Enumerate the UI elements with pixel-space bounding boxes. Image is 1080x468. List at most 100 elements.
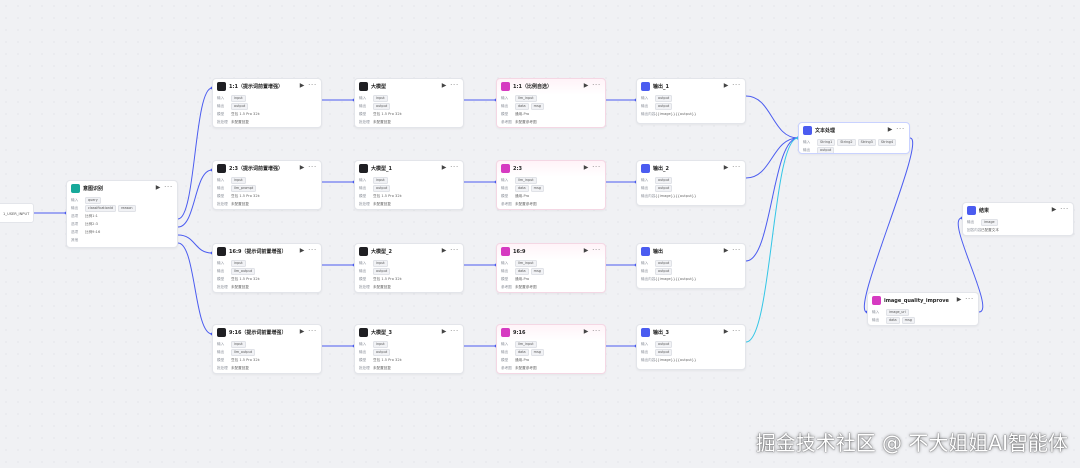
node-actions-icon[interactable]: ▶ ··· [723,82,741,89]
row-label: 输出 [967,219,975,224]
node-actions-icon[interactable]: ▶ ··· [583,82,601,89]
node-row: 参考图未配置参考图 [497,283,605,291]
row-value: 通用-Pro [515,193,530,198]
variable-chip: output [655,176,673,184]
end-node-icon [967,206,976,215]
node-row: 模型通用-Pro [497,192,605,200]
node-actions-icon[interactable]: ▶ ··· [723,328,741,335]
row-label: 其他 [71,237,79,242]
row-value: {{image}}{{output}} [655,112,697,116]
node-title: 16:9 [513,248,526,255]
variable-chip: output [817,146,835,153]
node-actions-icon[interactable]: ▶ ··· [583,328,601,335]
row-label: 批处理 [217,284,228,289]
start-node[interactable]: 1_USER_INPUT [0,203,34,223]
node-actions-icon[interactable]: ▶ ··· [887,126,905,133]
node-header: 1:1（比例自选） ▶ ··· [497,79,605,94]
row-label: 输出内容 [641,193,656,198]
node-actions-icon[interactable]: ▶ ··· [1051,206,1069,213]
node-actions-icon[interactable]: ▶ ··· [155,184,173,191]
row-label: 输入 [641,95,649,100]
variable-chip: input [231,176,246,184]
variable-chip: llm_input [515,94,537,102]
variable-chip: String3 [857,138,876,146]
variable-chip: output [373,267,391,275]
img-node-icon [501,164,510,173]
node-actions-icon[interactable]: ▶ ··· [441,82,459,89]
node-actions-icon[interactable]: ▶ ··· [441,247,459,254]
variable-chip: llm_input [515,176,537,184]
variable-chip: data [515,267,529,275]
node-title: 大模型 [371,84,387,90]
node-title: 1:1（比例自选） [513,84,552,90]
node-actions-icon[interactable]: ▶ ··· [299,164,317,171]
node-title: 9:16 [513,329,526,336]
row-value: 豆包 1.5 Pro 32k [373,193,402,198]
node-header: 输出▶ ··· [637,244,745,259]
node-actions-icon[interactable]: ▶ ··· [441,164,459,171]
node-actions-icon[interactable]: ▶ ··· [299,328,317,335]
node-actions-icon[interactable]: ▶ ··· [583,247,601,254]
node-title: 输出_2 [653,166,669,172]
llm-node-icon [217,164,226,173]
node-actions-icon[interactable]: ▶ ··· [299,82,317,89]
row-label: 模型 [501,357,509,362]
node-actions-icon[interactable]: ▶ ··· [723,164,741,171]
row-value: {{image}}{{output}} [655,194,697,198]
row-label: 输入 [501,260,509,265]
variable-chip: output [655,340,673,348]
node-title: 大模型_3 [371,330,392,336]
row-label: 模型 [359,111,367,116]
node-header: 输出_2 ▶ ··· [637,161,745,176]
node-title: 9:16（提示词前置增强） [229,330,287,336]
row-value: 已配置文本 [981,227,999,232]
node-actions-icon[interactable]: ▶ ··· [956,296,974,303]
row-label: 输入 [641,177,649,182]
row-value: 未配置回复 [373,201,391,206]
llm-node-icon [359,82,368,91]
node-actions-icon[interactable]: ▶ ··· [723,247,741,254]
row-label: 参考图 [501,365,512,370]
row-value: 豆包 1.5 Pro 32k [231,193,260,198]
row-label: 批处理 [217,201,228,206]
row-value: 豆包 1.5 Pro 32k [373,276,402,281]
row-value: 未配置回复 [373,284,391,289]
row-label: 批处理 [359,365,370,370]
node-actions-icon[interactable]: ▶ ··· [441,328,459,335]
variable-chip: output [373,102,391,110]
node-actions-icon[interactable]: ▶ ··· [583,164,601,171]
row-label: 批处理 [359,119,370,124]
row-value: 比例2:3 [85,221,98,226]
row-label: 输入 [217,260,225,265]
node-row: 批处理未配置回复 [213,283,321,291]
node-row: 模型豆包 1.5 Pro 32k [213,192,321,200]
start-node-label: 1_USER_INPUT [3,212,30,216]
out-node-icon [641,164,650,173]
node-actions-icon[interactable]: ▶ ··· [299,247,317,254]
